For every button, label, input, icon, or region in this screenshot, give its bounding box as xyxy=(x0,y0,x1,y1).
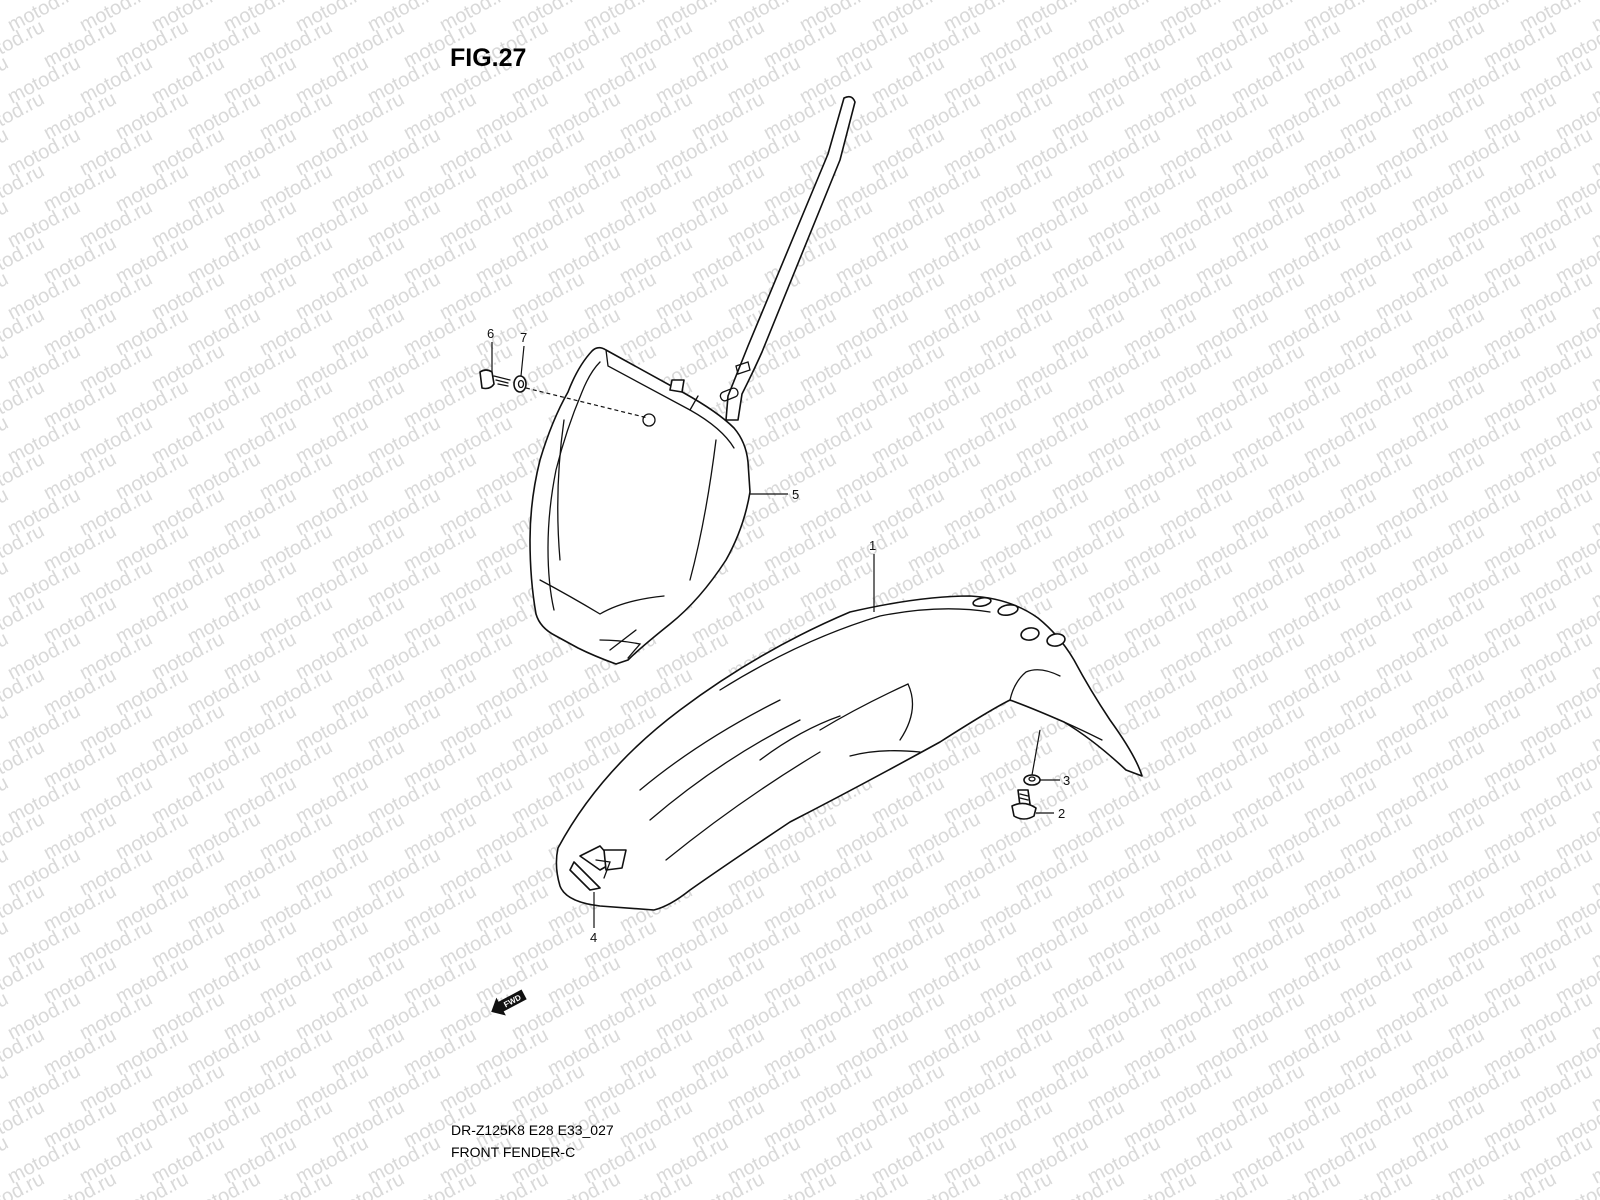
svg-text:7: 7 xyxy=(520,330,527,345)
svg-text:1: 1 xyxy=(869,538,876,553)
watermark-text: motod.ru xyxy=(1588,0,1600,36)
svg-text:5: 5 xyxy=(792,487,799,502)
diagram-name: FRONT FENDER-C xyxy=(451,1144,575,1160)
svg-text:2: 2 xyxy=(1058,806,1065,821)
svg-text:4: 4 xyxy=(590,930,597,945)
lower-washer[interactable] xyxy=(1023,774,1041,786)
upper-washer[interactable] xyxy=(513,375,527,393)
upper-bolt[interactable] xyxy=(479,369,511,390)
svg-text:3: 3 xyxy=(1063,773,1070,788)
svg-text:6: 6 xyxy=(487,326,494,341)
figure-title: FIG.27 xyxy=(450,44,526,72)
diagram-code: DR-Z125K8 E28 E33_027 xyxy=(451,1122,614,1138)
